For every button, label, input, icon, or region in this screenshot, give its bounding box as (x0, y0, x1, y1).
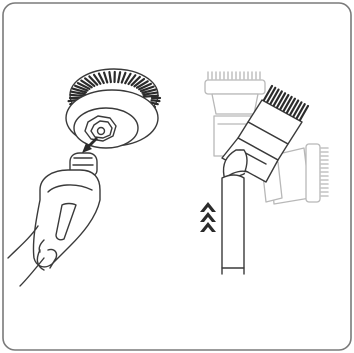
round-brush-head (66, 90, 158, 148)
straight-handle (222, 175, 244, 274)
handle-body (8, 170, 100, 286)
panel-adjust-angle (200, 72, 328, 274)
double-chevron-up-icon (200, 202, 216, 232)
panel-attach-brush (8, 69, 160, 286)
